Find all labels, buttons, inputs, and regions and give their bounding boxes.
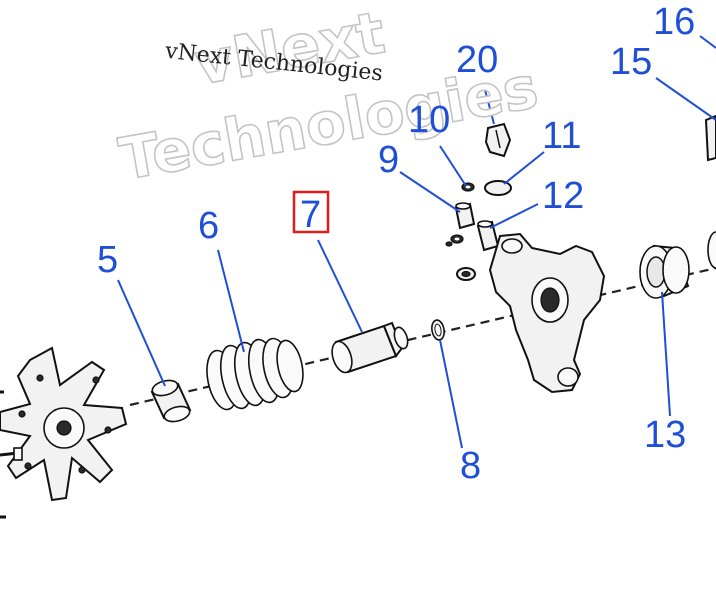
roller-part-13[interactable] [639, 244, 690, 299]
small-rings [445, 234, 476, 281]
o-ring-part-8[interactable] [430, 319, 445, 341]
callout-10[interactable]: 10 [408, 99, 450, 141]
leader-lines [117, 35, 716, 449]
shaft-part-7[interactable] [328, 321, 410, 375]
assembly-axis [129, 266, 716, 407]
callout-7[interactable]: 7 [300, 194, 321, 236]
callout-15[interactable]: 15 [610, 41, 652, 83]
callout-20[interactable]: 20 [456, 39, 498, 81]
roller-arm-bracket[interactable] [488, 232, 606, 394]
callout-8[interactable]: 8 [460, 445, 481, 487]
bushing-part-5[interactable] [150, 378, 192, 424]
callout-6[interactable]: 6 [198, 205, 219, 247]
callout-16[interactable]: 16 [653, 1, 695, 43]
callouts: 5 6 7 8 9 10 11 12 13 15 16 20 [97, 1, 695, 487]
pin-part-9[interactable] [454, 202, 476, 230]
callout-13[interactable]: 13 [644, 414, 686, 456]
clip-part-20[interactable] [484, 122, 512, 158]
watermark: vNext Technologies vNext Technologies [114, 0, 544, 194]
callout-9[interactable]: 9 [378, 139, 399, 181]
washer-part-11[interactable] [484, 180, 512, 196]
callout-11[interactable]: 11 [542, 115, 581, 157]
hub-bolt [0, 390, 23, 519]
callout-12[interactable]: 12 [542, 175, 584, 217]
callout-7-highlight-box [292, 190, 330, 234]
callout-5[interactable]: 5 [97, 239, 118, 281]
partial-roller-edge [704, 114, 716, 269]
spider-hub[interactable] [0, 346, 128, 502]
spring-part-6[interactable] [202, 336, 307, 413]
